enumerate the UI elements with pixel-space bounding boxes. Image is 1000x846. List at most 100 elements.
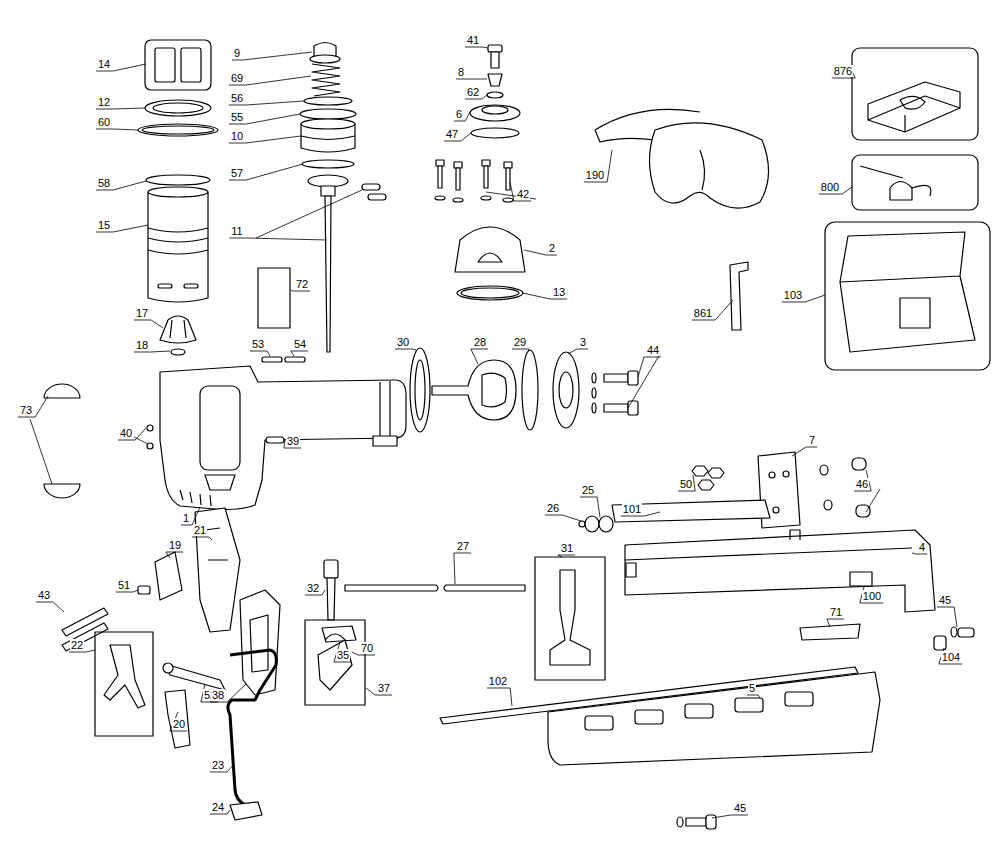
leader-line (487, 688, 512, 706)
callout-number: 39 (286, 435, 300, 447)
leader-line (232, 52, 312, 60)
leader-line (545, 515, 581, 521)
leader-line (454, 553, 471, 584)
callout-number: 26 (546, 502, 560, 514)
callout-number: 35 (336, 649, 350, 661)
leader-line (510, 182, 531, 201)
leader-line (558, 555, 575, 557)
callout-number: 21 (193, 524, 207, 536)
callout-number: 47 (445, 128, 459, 140)
callout-number: 57 (230, 167, 244, 179)
callout-number: 7 (808, 434, 816, 446)
callout-number: 46 (855, 478, 869, 490)
leader-line (18, 396, 48, 417)
leader-line (456, 79, 487, 80)
leader-line (192, 537, 212, 540)
callout-number: 38 (211, 689, 225, 701)
callout-number: 5 (748, 682, 756, 694)
callout-number: 4 (918, 541, 926, 553)
callout-number: 1 (182, 512, 190, 524)
leader-line (166, 552, 183, 558)
callout-number: 72 (295, 278, 309, 290)
callout-number: 41 (466, 34, 480, 46)
callout-number: 8 (457, 66, 465, 78)
leader-line (250, 351, 270, 356)
leader-line (118, 428, 146, 440)
leader-line (229, 164, 303, 180)
callout-number: 54 (293, 338, 307, 350)
leader-line (912, 553, 927, 554)
leader-line (229, 238, 327, 240)
callout-number: 12 (97, 96, 111, 108)
callout-number: 10 (230, 130, 244, 142)
leader-line (712, 815, 748, 818)
leader-line (792, 447, 817, 456)
callout-number: 30 (396, 336, 410, 348)
leader-line (36, 602, 64, 612)
callout-number: 60 (97, 116, 111, 128)
callout-number: 17 (135, 307, 149, 319)
callout-number: 15 (97, 219, 111, 231)
leader-line (638, 357, 661, 377)
callout-number: 73 (19, 404, 33, 416)
callout-number: 45 (733, 802, 747, 814)
callout-number: 29 (513, 336, 527, 348)
leader-line (568, 349, 588, 354)
callout-number: 44 (646, 344, 660, 356)
callout-number: 50 (679, 478, 693, 490)
leader-line (580, 497, 600, 517)
leader-line (584, 150, 612, 182)
callout-number: 103 (783, 289, 803, 301)
callout-number: 27 (456, 540, 470, 552)
callout-number: 45 (938, 594, 952, 606)
leader-line (465, 47, 488, 48)
callout-number: 9 (233, 47, 241, 59)
callout-number: 40 (119, 427, 133, 439)
callout-number: 800 (820, 181, 840, 193)
callout-number: 102 (488, 675, 508, 687)
callout-number: 24 (211, 801, 225, 813)
leader-line (747, 695, 760, 698)
leader-line (471, 349, 488, 364)
leader-line (860, 587, 883, 603)
callout-number: 100 (862, 590, 882, 602)
callout-number: 43 (37, 589, 51, 601)
leader-line (96, 108, 145, 109)
leader-line (854, 470, 871, 491)
callout-number: 31 (560, 542, 574, 554)
callout-number: 70 (360, 642, 374, 654)
leader-line (96, 129, 138, 130)
callout-number: 62 (466, 86, 480, 98)
leader-line (170, 712, 187, 731)
callout-number: 11 (230, 225, 243, 237)
callout-number: 104 (941, 651, 961, 663)
callout-number: 6 (455, 108, 463, 120)
leader-line (512, 349, 529, 352)
leader-line (692, 300, 733, 320)
tool-housing (160, 366, 406, 510)
callout-number: 22 (70, 639, 84, 651)
leader-line (291, 351, 308, 356)
leader-line (210, 684, 246, 702)
callout-number: 69 (230, 72, 244, 84)
callout-number: 190 (585, 169, 605, 181)
callout-number: 71 (829, 606, 843, 618)
callout-number: 861 (693, 307, 713, 319)
callout-number: 53 (251, 338, 265, 350)
leader-line (395, 349, 416, 350)
leader-line (181, 507, 200, 525)
leader-line (937, 607, 957, 627)
callout-number: 42 (516, 188, 530, 200)
leader-line (334, 642, 351, 662)
leader-line (827, 619, 844, 627)
callout-number: 25 (581, 484, 595, 496)
callout-number: 56 (230, 92, 244, 104)
callout-number: 20 (172, 718, 186, 730)
callout-number: 876 (833, 65, 853, 77)
callout-number: 14 (97, 58, 111, 70)
callout-number: 37 (377, 682, 391, 694)
callout-number: 58 (97, 177, 111, 189)
leader-line (291, 290, 310, 291)
